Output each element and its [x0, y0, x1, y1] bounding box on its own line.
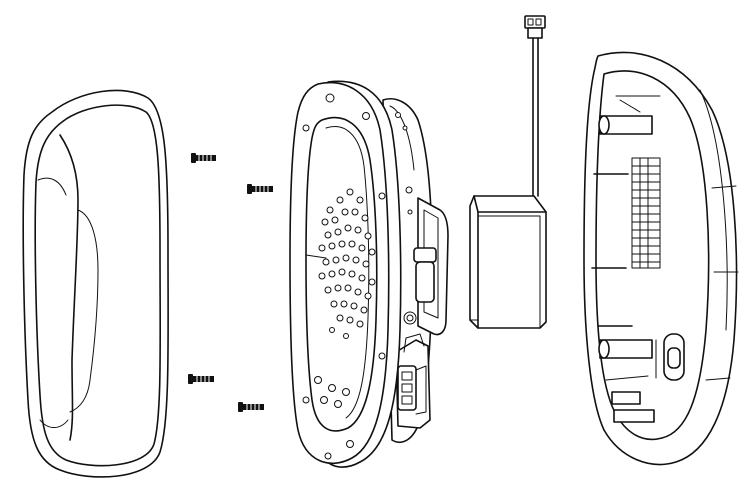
ear-cup-housing — [583, 51, 739, 466]
housing-switch-slot — [655, 333, 685, 381]
housing-bosses — [598, 95, 661, 359]
screw-bottom-left — [188, 374, 214, 384]
ear-cushion — [22, 89, 169, 478]
screw-top-right — [247, 184, 273, 194]
speaker-grille-holes — [318, 188, 376, 339]
speaker-baffle-plate — [289, 80, 402, 468]
housing-vent-slots — [631, 157, 661, 269]
battery-connector-cable — [524, 15, 546, 197]
screw-bottom-right — [238, 402, 264, 412]
battery-pack — [469, 195, 547, 329]
screw-top-left — [191, 153, 216, 163]
